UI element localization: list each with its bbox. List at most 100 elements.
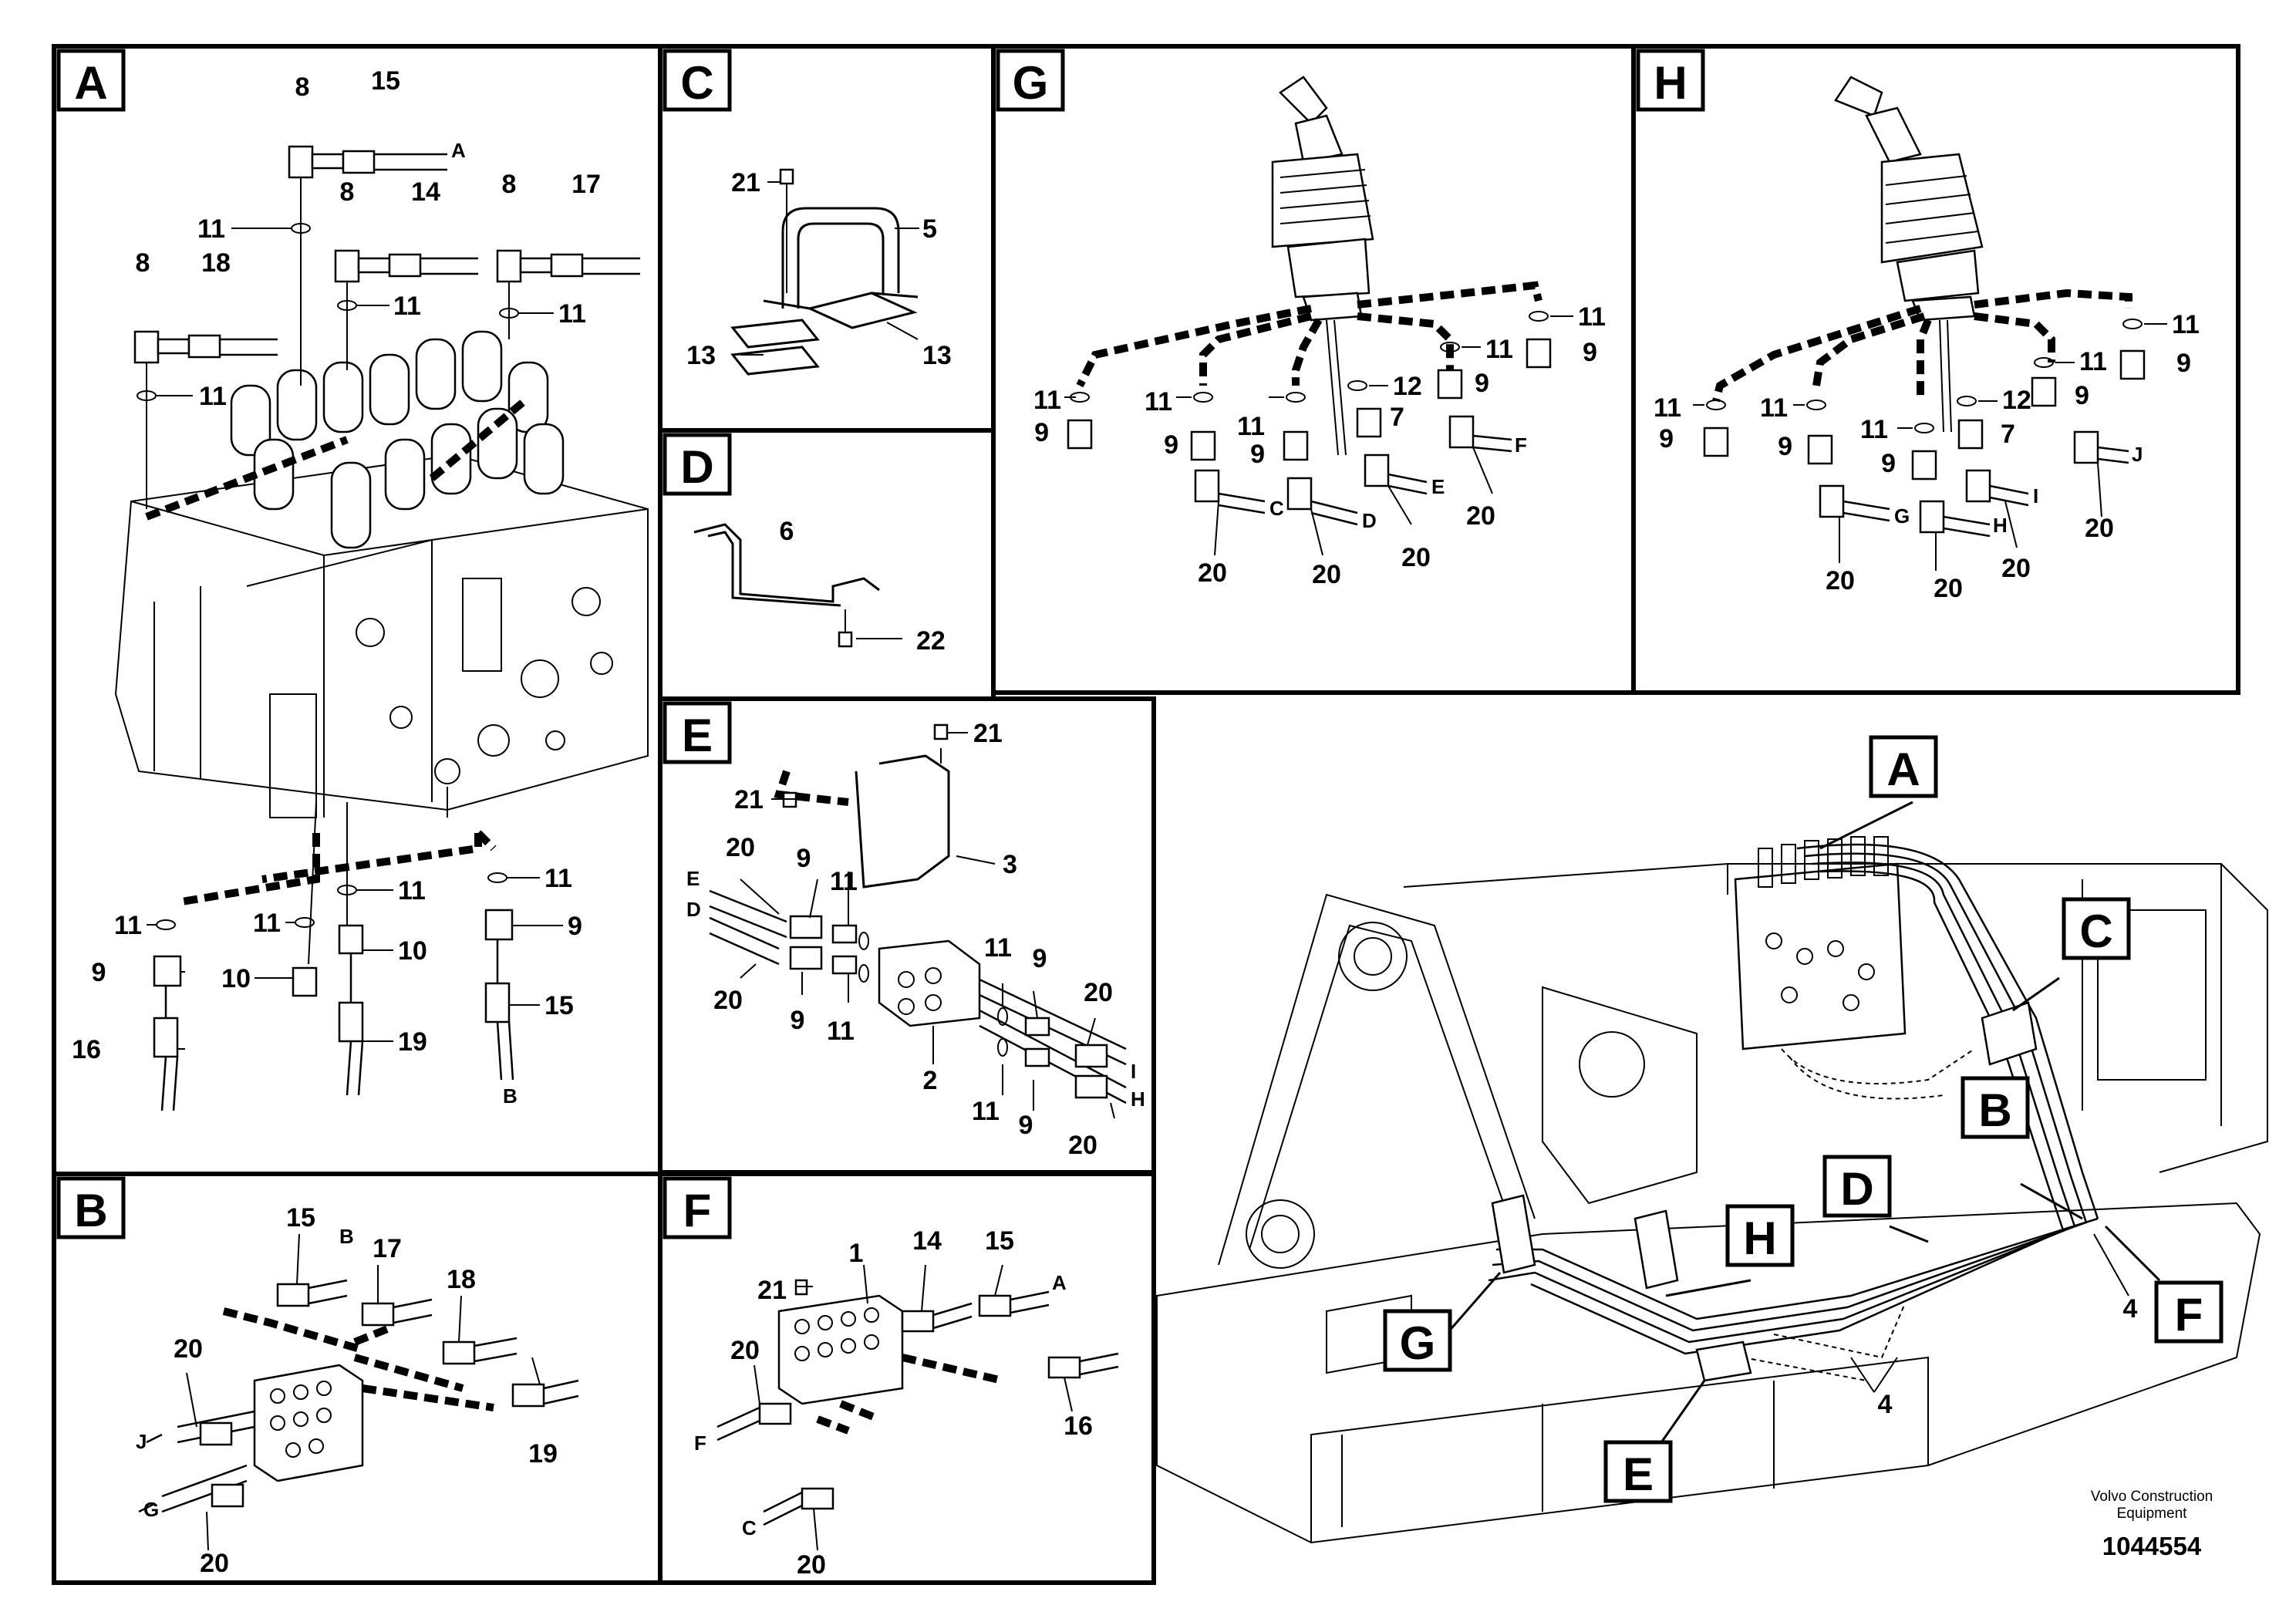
overview-part-4a: 4 [2123,1294,2138,1324]
part-callout-callouts-a: A [1886,744,1920,795]
part-callout-a-lb: B [503,1084,518,1108]
part-callout-f-tag: F [683,1185,712,1236]
part-callout-f-l15: 15 [985,1226,1014,1256]
part-callout-c-l5: 5 [922,214,937,244]
part-callout-a-l11a: 11 [197,214,225,244]
part-callout-h-lj: J [2132,443,2143,466]
part-callout-h-lg: G [1894,504,1910,528]
part-callout-a-l10a: 10 [221,964,251,993]
part-callout-e-l9d: 9 [1019,1111,1033,1140]
overview-callout-e: E [1603,1440,1673,1503]
part-callout-c-tag: C [680,57,713,109]
part-callout-e-l9c: 9 [1033,944,1047,973]
part-callout-b-l20b: 20 [200,1549,229,1578]
part-callout-g-l9b: 9 [1164,430,1178,460]
part-callout-callouts-h: H [1743,1212,1776,1264]
panel-c-drawing [730,168,919,376]
part-callout-b-l19: 19 [528,1439,558,1469]
part-callout-g-l9d: 9 [1475,369,1489,398]
part-callout-h-l9e: 9 [2176,349,2191,378]
part-callout-e-ld: D [686,898,701,921]
part-callout-a-l10b: 10 [398,936,427,966]
part-callout-d-tag: D [680,441,713,493]
part-callout-a-l11c: 11 [558,299,586,329]
part-callout-g-l20c: 20 [1401,543,1431,572]
panel-c-labels: 21 5 13 13 [686,168,952,370]
part-callout-g-l11b: 11 [1145,387,1172,416]
part-callout-e-l2: 2 [923,1066,938,1095]
part-callout-a-l16: 16 [72,1035,101,1064]
part-callout-f-lc: C [742,1516,757,1539]
part-callout-b-lg: G [143,1498,159,1521]
part-callout-e-le: E [686,867,700,890]
overview-callout-d: D [1822,1155,1892,1218]
part-callout-a-l8a: 8 [295,73,310,102]
panel-tag-d: D [663,433,732,496]
part-callout-g-l9e: 9 [1583,338,1597,367]
part-callout-h-l7: 7 [2001,420,2015,449]
part-callout-e-lh: H [1131,1088,1145,1111]
part-callout-e-l11b: 11 [827,1017,855,1046]
panel-b-labels: 15 B 17 18 20 J 19 G 20 [136,1203,558,1578]
part-callout-a-la: A [451,139,466,162]
part-callout-h-l11d: 11 [2079,347,2107,376]
part-callout-c-l13b: 13 [922,341,952,370]
part-callout-g-tag: G [1013,57,1049,109]
part-callout-a-l11b: 11 [393,292,421,321]
overview-callout-f: F [2154,1280,2224,1344]
part-callout-h-l11b: 11 [1760,393,1788,423]
part-callout-e-l20c: 20 [1084,978,1113,1007]
part-callout-a-l18: 18 [201,248,231,278]
part-callout-g-l9a: 9 [1034,418,1049,447]
panel-d-drawing [693,523,902,648]
overview-callout-c: C [2062,897,2131,960]
part-callout-e-l21a: 21 [973,719,1003,748]
part-callout-a-l11g: 11 [398,876,426,905]
part-callout-a-l9a: 9 [92,958,106,987]
part-callout-g-l12: 12 [1393,372,1422,401]
part-callout-b-l17: 17 [373,1234,402,1263]
part-callout-e-l21b: 21 [734,785,764,814]
part-callout-g-le: E [1431,475,1445,498]
part-callout-h-l20c: 20 [2001,554,2031,583]
part-callout-a-l19: 19 [398,1027,427,1057]
part-callout-a-l15b: 15 [544,991,574,1020]
panel-tag-f: F [663,1176,732,1239]
part-callout-f-l14: 14 [912,1226,942,1256]
part-callout-g-l20b: 20 [1312,560,1341,589]
panel-a-labels: 8 15 A 11 8 14 8 17 8 18 11 11 11 11 11 … [72,66,601,1108]
part-callout-callouts-d: D [1840,1163,1873,1215]
overview-callout-h: H [1725,1204,1795,1267]
part-callout-g-lf: F [1515,433,1527,457]
part-callout-e-l3: 3 [1003,850,1017,879]
panel-a-drawing [114,145,649,1111]
part-callout-f-l16: 16 [1064,1411,1093,1441]
part-callout-h-tag: H [1654,57,1687,109]
part-callout-a-l8b: 8 [340,177,355,207]
panel-f-labels: 1 14 15 A 21 20 F 16 C 20 [694,1226,1093,1580]
part-callout-f-l20a: 20 [730,1336,760,1365]
panel-f-drawing [716,1264,1119,1551]
part-callout-a-l9b: 9 [568,912,582,941]
part-callout-h-l20d: 20 [2085,514,2114,543]
part-callout-h-l20b: 20 [1934,574,1963,603]
company-name-line2: Equipment [2117,1506,2188,1522]
part-callout-h-l20a: 20 [1826,566,1855,595]
part-callout-g-ld: D [1362,509,1377,532]
part-callout-g-l11d: 11 [1485,335,1513,364]
part-callout-e-l9b: 9 [791,1006,805,1035]
part-callout-h-lh: H [1993,514,2008,537]
panel-tag-h: H [1636,49,1705,112]
part-callout-h-l9c: 9 [1881,449,1896,478]
part-callout-h-l11a: 11 [1654,393,1681,423]
part-callout-e-l9a: 9 [797,844,811,873]
part-callout-h-l9a: 9 [1659,424,1674,454]
part-callout-a-l11h: 11 [544,864,572,893]
part-callout-g-l20d: 20 [1466,501,1495,531]
panel-tag-c: C [663,49,732,112]
panel-e-labels: 21 21 3 20 E D 9 11 20 9 11 11 9 20 I H … [686,719,1145,1160]
part-callout-callouts-g: G [1400,1317,1436,1369]
panel-tag-b: B [56,1176,126,1239]
panel-e-drawing [709,723,1127,1119]
